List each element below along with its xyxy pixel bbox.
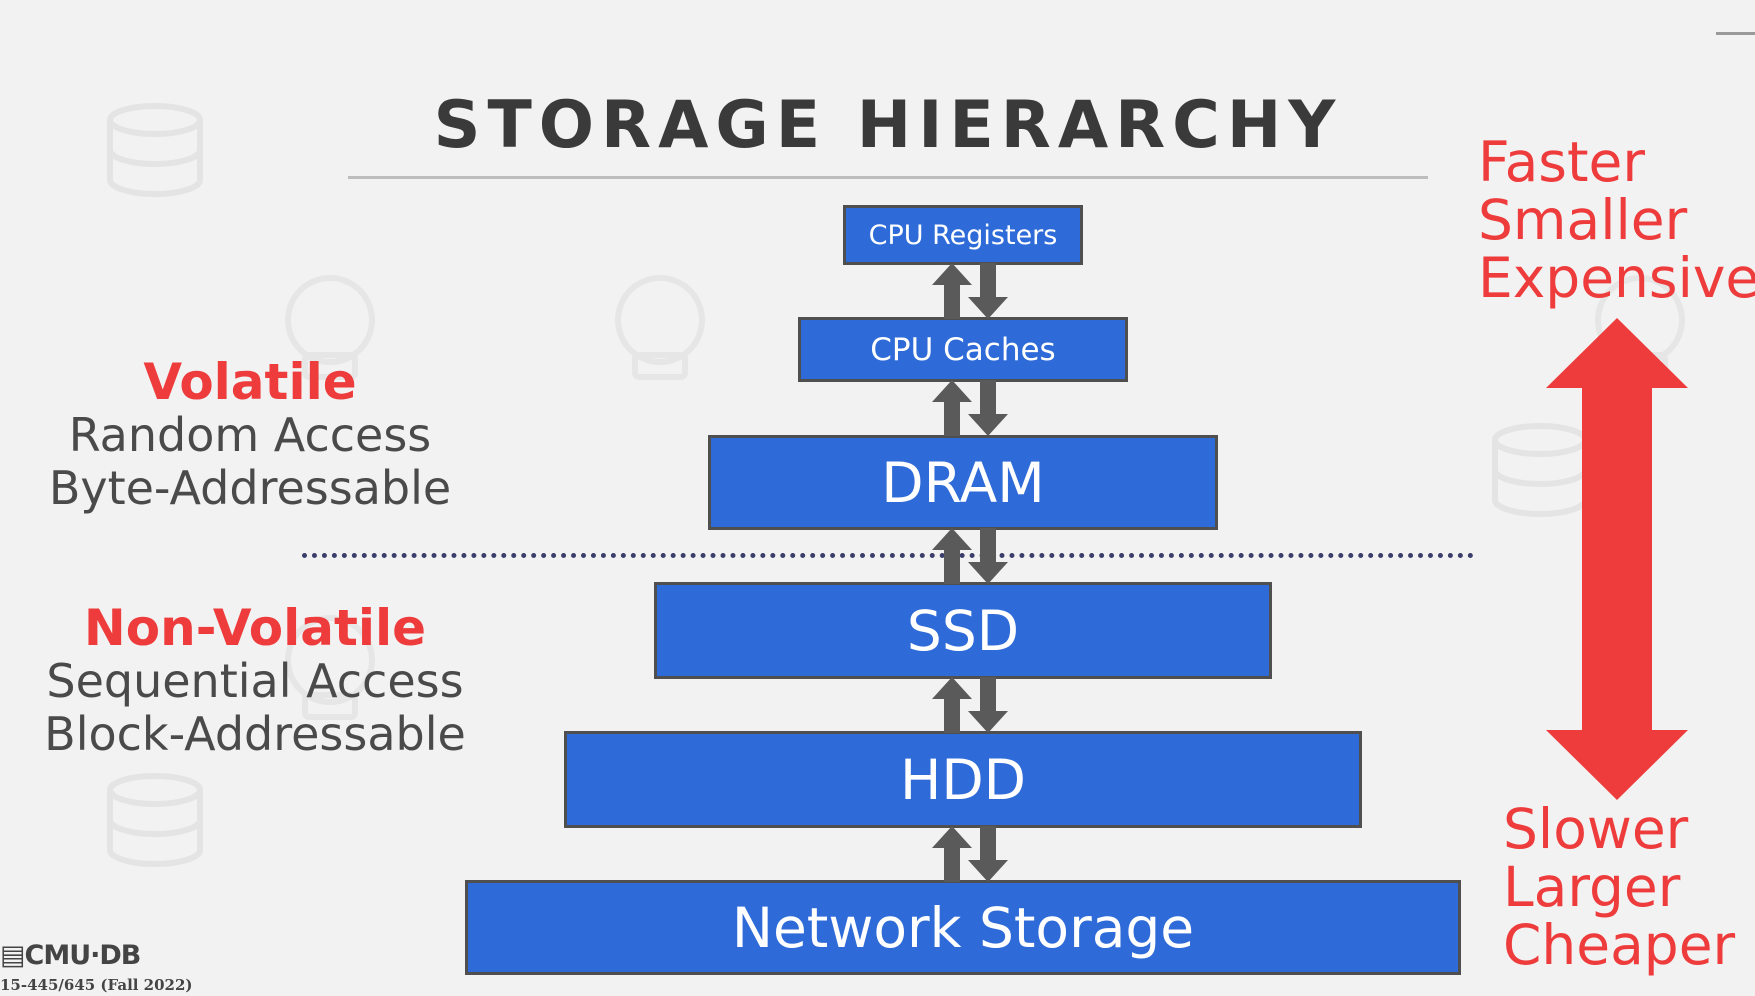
tier-network-storage: Network Storage xyxy=(465,880,1461,975)
tier-cpu-registers: CPU Registers xyxy=(843,205,1083,265)
non-volatile-heading: Non-Volatile xyxy=(83,599,427,657)
logo-text: CMU·DB xyxy=(24,940,142,971)
tier-cpu-caches: CPU Caches xyxy=(798,317,1128,382)
tier-label: SSD xyxy=(906,598,1020,663)
bottom-properties: Slower Larger Cheaper xyxy=(1503,800,1735,974)
skull-icon xyxy=(285,615,375,720)
skull-icon xyxy=(615,275,705,380)
tier-label: DRAM xyxy=(881,450,1045,515)
tier-label: CPU Registers xyxy=(868,219,1058,251)
property-cheaper: Cheaper xyxy=(1503,913,1736,977)
volatility-divider xyxy=(302,553,1474,558)
volatile-line-2: Byte-Addressable xyxy=(48,461,452,515)
cmu-db-logo: ▤CMU·DB xyxy=(0,940,142,971)
non-volatile-label-group: Non-Volatile Sequential Access Block-Add… xyxy=(20,602,490,761)
volatile-label-group: Volatile Random Access Byte-Addressable xyxy=(30,356,470,515)
corner-rule xyxy=(1716,32,1755,35)
property-larger: Larger xyxy=(1503,855,1681,919)
tier-ssd: SSD xyxy=(654,582,1272,679)
database-logo-icon: ▤ xyxy=(0,940,25,971)
transfer-arrows-ssd-hdd xyxy=(932,677,1008,733)
title-underline xyxy=(348,176,1428,179)
performance-double-arrow xyxy=(1546,318,1688,800)
tier-hdd: HDD xyxy=(564,731,1362,828)
transfer-arrows-dram-ssd xyxy=(932,528,1008,584)
transfer-arrows-caches-dram xyxy=(932,380,1008,436)
page-title: STORAGE HIERARCHY xyxy=(433,88,1343,163)
database-icon xyxy=(107,103,203,197)
tier-label: HDD xyxy=(899,747,1027,812)
tier-label: Network Storage xyxy=(731,895,1195,960)
database-icon xyxy=(107,773,203,867)
volatile-heading: Volatile xyxy=(143,353,357,411)
transfer-arrows-hdd-network xyxy=(932,826,1008,882)
non-volatile-line-2: Block-Addressable xyxy=(44,707,466,761)
course-label: 15-445/645 (Fall 2022) xyxy=(0,976,193,994)
tier-label: CPU Caches xyxy=(870,331,1056,368)
top-properties: Faster Smaller Expensive xyxy=(1478,133,1755,307)
tier-dram: DRAM xyxy=(708,435,1218,530)
property-slower: Slower xyxy=(1503,797,1689,861)
property-smaller: Smaller xyxy=(1478,188,1688,252)
transfer-arrows-registers-caches xyxy=(932,263,1008,319)
property-expensive: Expensive xyxy=(1478,246,1755,310)
property-faster: Faster xyxy=(1478,130,1645,194)
volatile-line-1: Random Access xyxy=(68,408,432,462)
non-volatile-line-1: Sequential Access xyxy=(46,654,464,708)
skull-icon xyxy=(285,275,375,380)
